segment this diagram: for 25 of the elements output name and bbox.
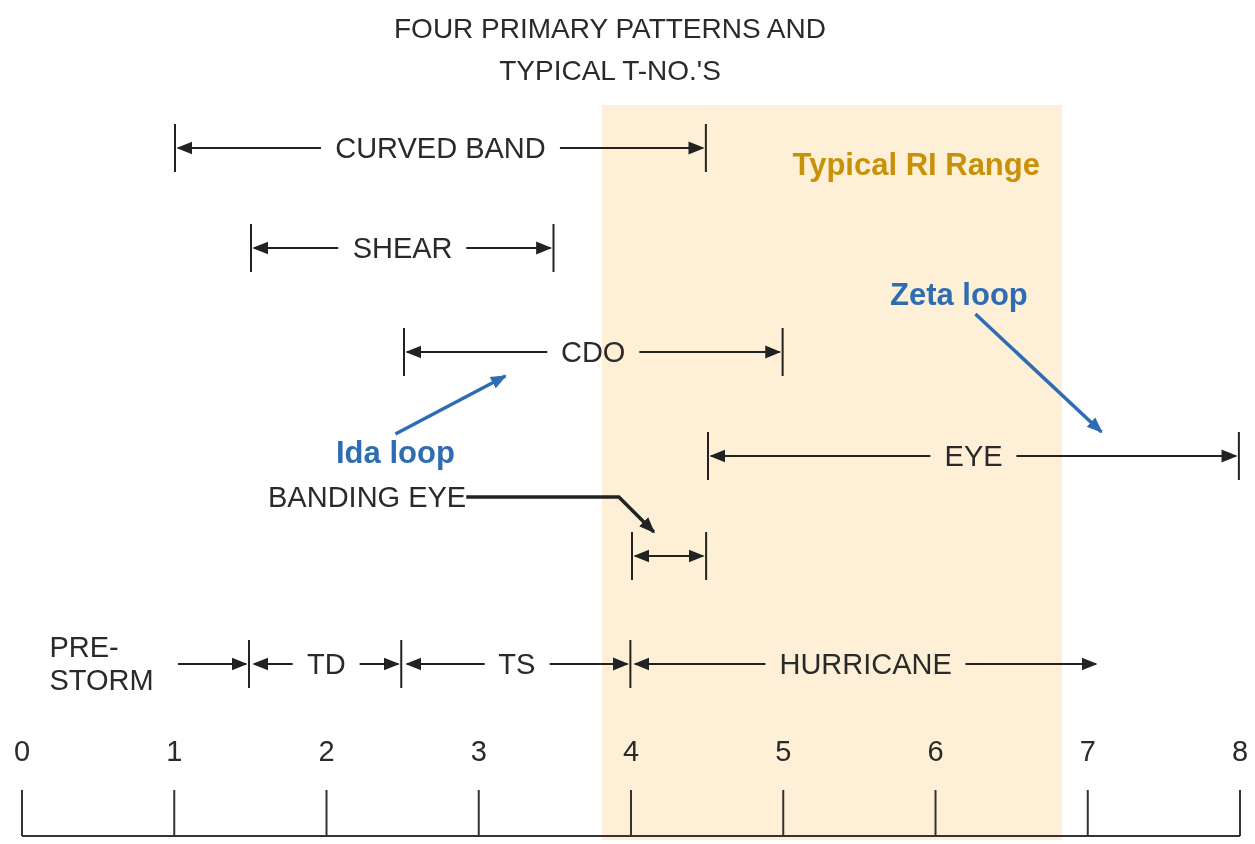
title: FOUR PRIMARY PATTERNS AND TYPICAL T-NO.'S [393,12,827,88]
callout-text: Zeta loop [890,276,1028,314]
tick-label: 0 [14,735,31,767]
tick-label: 8 [1232,735,1249,767]
tick-label: 3 [470,735,487,767]
range-label: TD [307,647,346,681]
tick-label: 5 [775,735,792,767]
range-label: CDO [560,335,626,369]
tick-label: 1 [166,735,183,767]
leader-line [974,312,1103,434]
band-label: Typical RI Range [792,147,1040,183]
leader-line [466,495,656,534]
range-label: HURRICANE [779,647,952,681]
callout-text: BANDING EYE [268,478,467,516]
range-label: SHEAR [352,231,453,265]
leader-line [394,374,507,436]
range-label: EYE [944,439,1003,473]
range-label: CURVED BAND [335,131,546,165]
range-label: PRE- STORM [49,630,155,698]
callout-text: Ida loop [336,434,455,472]
tick-label: 7 [1079,735,1096,767]
tick-label: 6 [927,735,944,767]
range-label: TS [498,647,536,681]
tick-label: 4 [623,735,640,767]
tick-label: 2 [318,735,335,767]
